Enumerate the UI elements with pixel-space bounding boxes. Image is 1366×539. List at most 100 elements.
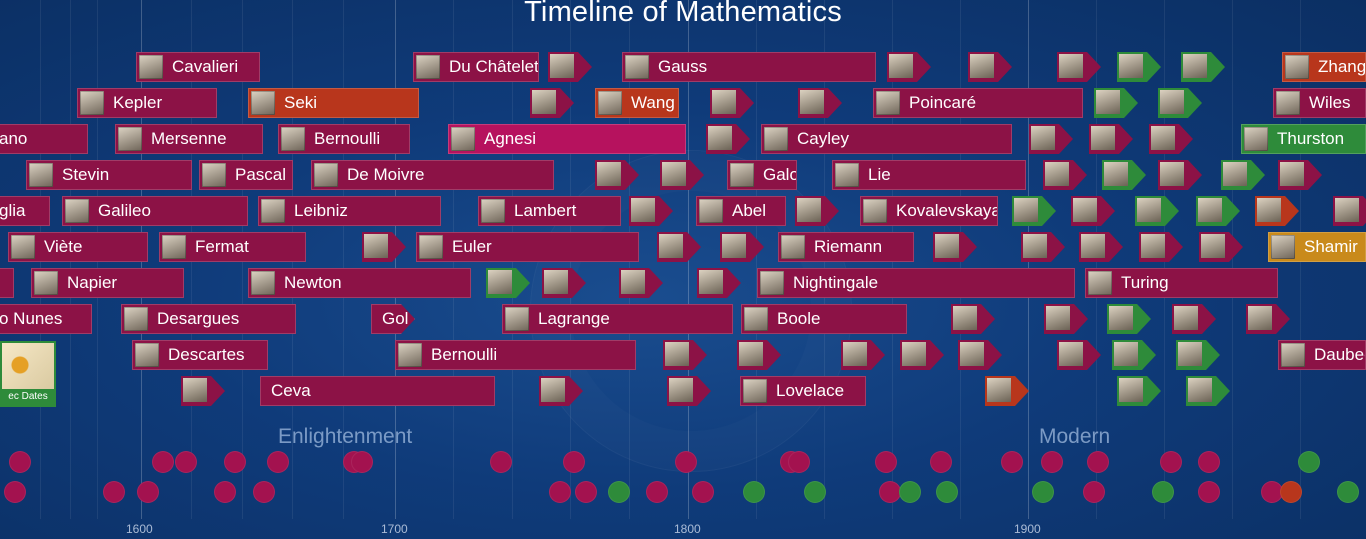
event-dot[interactable] <box>1298 451 1320 473</box>
person-chip-wang[interactable]: Wang <box>595 88 679 118</box>
person-tag[interactable] <box>1246 304 1290 334</box>
person-tag[interactable] <box>362 232 406 262</box>
person-tag[interactable] <box>486 268 530 298</box>
event-dot[interactable] <box>804 481 826 503</box>
person-chip-descartes[interactable]: Descartes <box>132 340 268 370</box>
person-tag[interactable] <box>595 160 639 190</box>
event-dot[interactable] <box>692 481 714 503</box>
person-chip-turing[interactable]: Turing <box>1085 268 1278 298</box>
event-dot[interactable] <box>549 481 571 503</box>
person-chip-euler[interactable]: Euler <box>416 232 639 262</box>
person-chip-du-chatelet[interactable]: Du Châtelet <box>413 52 539 82</box>
person-tag[interactable] <box>181 376 225 406</box>
person-tag[interactable] <box>1278 160 1322 190</box>
person-chip-lovelace[interactable]: Lovelace <box>740 376 866 406</box>
person-chip-napier[interactable]: Napier <box>31 268 184 298</box>
event-dot[interactable] <box>936 481 958 503</box>
person-tag[interactable] <box>1158 160 1202 190</box>
event-dot[interactable] <box>1032 481 1054 503</box>
person-tag[interactable] <box>1186 376 1230 406</box>
person-tag[interactable] <box>900 340 944 370</box>
event-dot[interactable] <box>875 451 897 473</box>
person-tag[interactable] <box>887 52 931 82</box>
person-chip-nightingale[interactable]: Nightingale <box>757 268 1075 298</box>
person-tag[interactable] <box>1135 196 1179 226</box>
person-tag[interactable] <box>798 88 842 118</box>
person-chip-wiles[interactable]: Wiles <box>1273 88 1366 118</box>
event-dot[interactable] <box>930 451 952 473</box>
person-chip-poincare[interactable]: Poincaré <box>873 88 1083 118</box>
person-chip-ano[interactable]: ano <box>0 124 88 154</box>
event-dot[interactable] <box>137 481 159 503</box>
person-tag[interactable] <box>530 88 574 118</box>
person-chip-riemann[interactable]: Riemann <box>778 232 914 262</box>
person-tag[interactable] <box>1012 196 1056 226</box>
event-dot[interactable] <box>4 481 26 503</box>
person-chip-daubechies[interactable]: Daubec <box>1278 340 1366 370</box>
event-dot[interactable] <box>899 481 921 503</box>
person-chip-agnesi[interactable]: Agnesi <box>448 124 686 154</box>
person-tag[interactable] <box>1199 232 1243 262</box>
person-tag[interactable] <box>1117 52 1161 82</box>
person-chip-zhang[interactable]: Zhang <box>1282 52 1366 82</box>
person-tag[interactable] <box>795 196 839 226</box>
event-dot[interactable] <box>1198 451 1220 473</box>
person-tag[interactable] <box>1107 304 1151 334</box>
person-tag[interactable] <box>1117 376 1161 406</box>
event-dot[interactable] <box>1152 481 1174 503</box>
person-tag[interactable] <box>1094 88 1138 118</box>
person-chip-abel[interactable]: Abel <box>696 196 786 226</box>
event-dot[interactable] <box>175 451 197 473</box>
event-dot[interactable] <box>267 451 289 473</box>
person-tag[interactable] <box>1176 340 1220 370</box>
event-dot[interactable] <box>743 481 765 503</box>
person-chip-shamir[interactable]: Shamir <box>1268 232 1366 262</box>
person-tag[interactable] <box>1112 340 1156 370</box>
person-chip-boole[interactable]: Boole <box>741 304 907 334</box>
person-tag[interactable] <box>1139 232 1183 262</box>
person-tag[interactable] <box>1181 52 1225 82</box>
person-chip-leibniz[interactable]: Leibniz <box>258 196 441 226</box>
person-chip-cayley[interactable]: Cayley <box>761 124 1012 154</box>
person-tag[interactable] <box>1071 196 1115 226</box>
event-dot[interactable] <box>1198 481 1220 503</box>
person-tag[interactable] <box>985 376 1029 406</box>
person-tag[interactable] <box>1043 160 1087 190</box>
person-tag[interactable] <box>1089 124 1133 154</box>
person-chip-seki[interactable]: Seki <box>248 88 419 118</box>
person-chip-ceva[interactable]: Ceva <box>260 376 495 406</box>
person-chip-desargues[interactable]: Desargues <box>121 304 296 334</box>
person-chip-bernoulli-2[interactable]: Bernoulli <box>395 340 636 370</box>
person-chip-bernoulli-1[interactable]: Bernoulli <box>278 124 410 154</box>
person-tag[interactable] <box>1021 232 1065 262</box>
person-tag[interactable] <box>1255 196 1299 226</box>
person-chip-nunes[interactable]: o Nunes <box>0 304 92 334</box>
person-chip-gauss[interactable]: Gauss <box>622 52 876 82</box>
person-chip-kepler[interactable]: Kepler <box>77 88 217 118</box>
person-chip-viete[interactable]: Viète <box>8 232 148 262</box>
event-dot[interactable] <box>1083 481 1105 503</box>
event-dot[interactable] <box>351 451 373 473</box>
event-dot[interactable] <box>575 481 597 503</box>
event-dot[interactable] <box>1087 451 1109 473</box>
event-dot[interactable] <box>1041 451 1063 473</box>
person-tag[interactable] <box>1158 88 1202 118</box>
person-chip-pascal[interactable]: Pascal <box>199 160 293 190</box>
person-tag[interactable] <box>1149 124 1193 154</box>
event-dot[interactable] <box>1001 451 1023 473</box>
person-tag[interactable] <box>1102 160 1146 190</box>
event-dot[interactable] <box>1337 481 1359 503</box>
event-dot[interactable] <box>608 481 630 503</box>
person-tag[interactable] <box>1172 304 1216 334</box>
event-dot[interactable] <box>9 451 31 473</box>
event-dot[interactable] <box>563 451 585 473</box>
person-tag[interactable] <box>841 340 885 370</box>
person-chip-newton[interactable]: Newton <box>248 268 471 298</box>
person-chip-edge[interactable] <box>0 268 14 298</box>
person-tag[interactable] <box>1029 124 1073 154</box>
event-dot[interactable] <box>152 451 174 473</box>
person-tag[interactable] <box>1044 304 1088 334</box>
person-tag[interactable] <box>951 304 995 334</box>
person-tag[interactable] <box>1079 232 1123 262</box>
person-tag[interactable] <box>1196 196 1240 226</box>
